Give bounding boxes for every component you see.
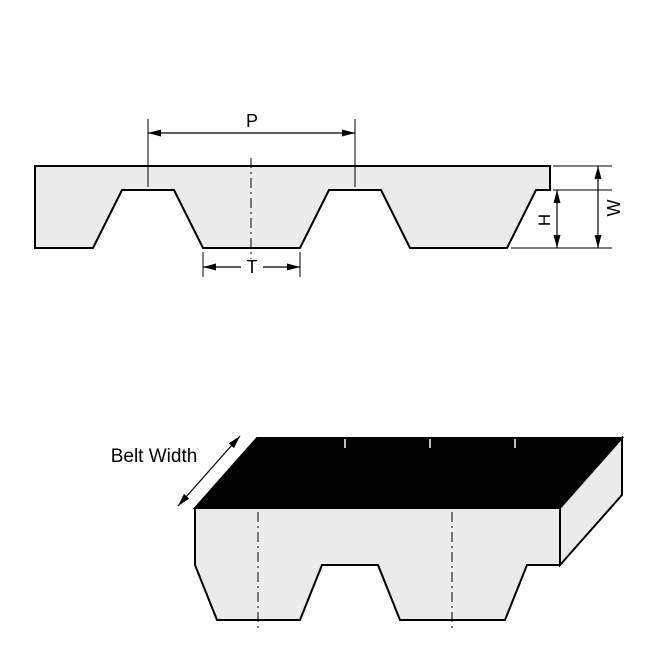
belt-width-arrowhead-top (228, 436, 240, 449)
belt-thickness-dimension: W (553, 165, 624, 248)
belt-profile-shape (34, 165, 551, 249)
tooth-height-dimension: H (511, 189, 612, 249)
belt-thickness-label: W (604, 200, 624, 217)
pitch-arrow-right (342, 129, 355, 137)
belt-width-label: Belt Width (111, 446, 198, 467)
belt-front-face (194, 507, 561, 621)
height-arrow-top (553, 190, 561, 203)
belt-top-surface (192, 437, 625, 509)
pitch-dimension: P (147, 111, 356, 187)
pitch-label: P (246, 111, 258, 131)
belt-width-arrowhead-bottom (178, 493, 190, 506)
belt-3d-view: Belt Width (111, 435, 625, 628)
tooth-arrow-left (203, 263, 216, 271)
tooth-width-label: T (247, 257, 258, 277)
tooth-arrow-right (287, 263, 300, 271)
thickness-arrow-bottom (594, 235, 602, 248)
belt-width-arrow-line (177, 435, 241, 507)
tooth-height-label: H (535, 214, 554, 226)
belt-width-dimension: Belt Width (111, 435, 241, 507)
height-arrow-bottom (553, 235, 561, 248)
tooth-width-dimension: T (202, 252, 301, 277)
belt-cross-section: P T H W (34, 111, 624, 277)
thickness-arrow-top (594, 166, 602, 179)
pitch-arrow-left (148, 129, 161, 137)
